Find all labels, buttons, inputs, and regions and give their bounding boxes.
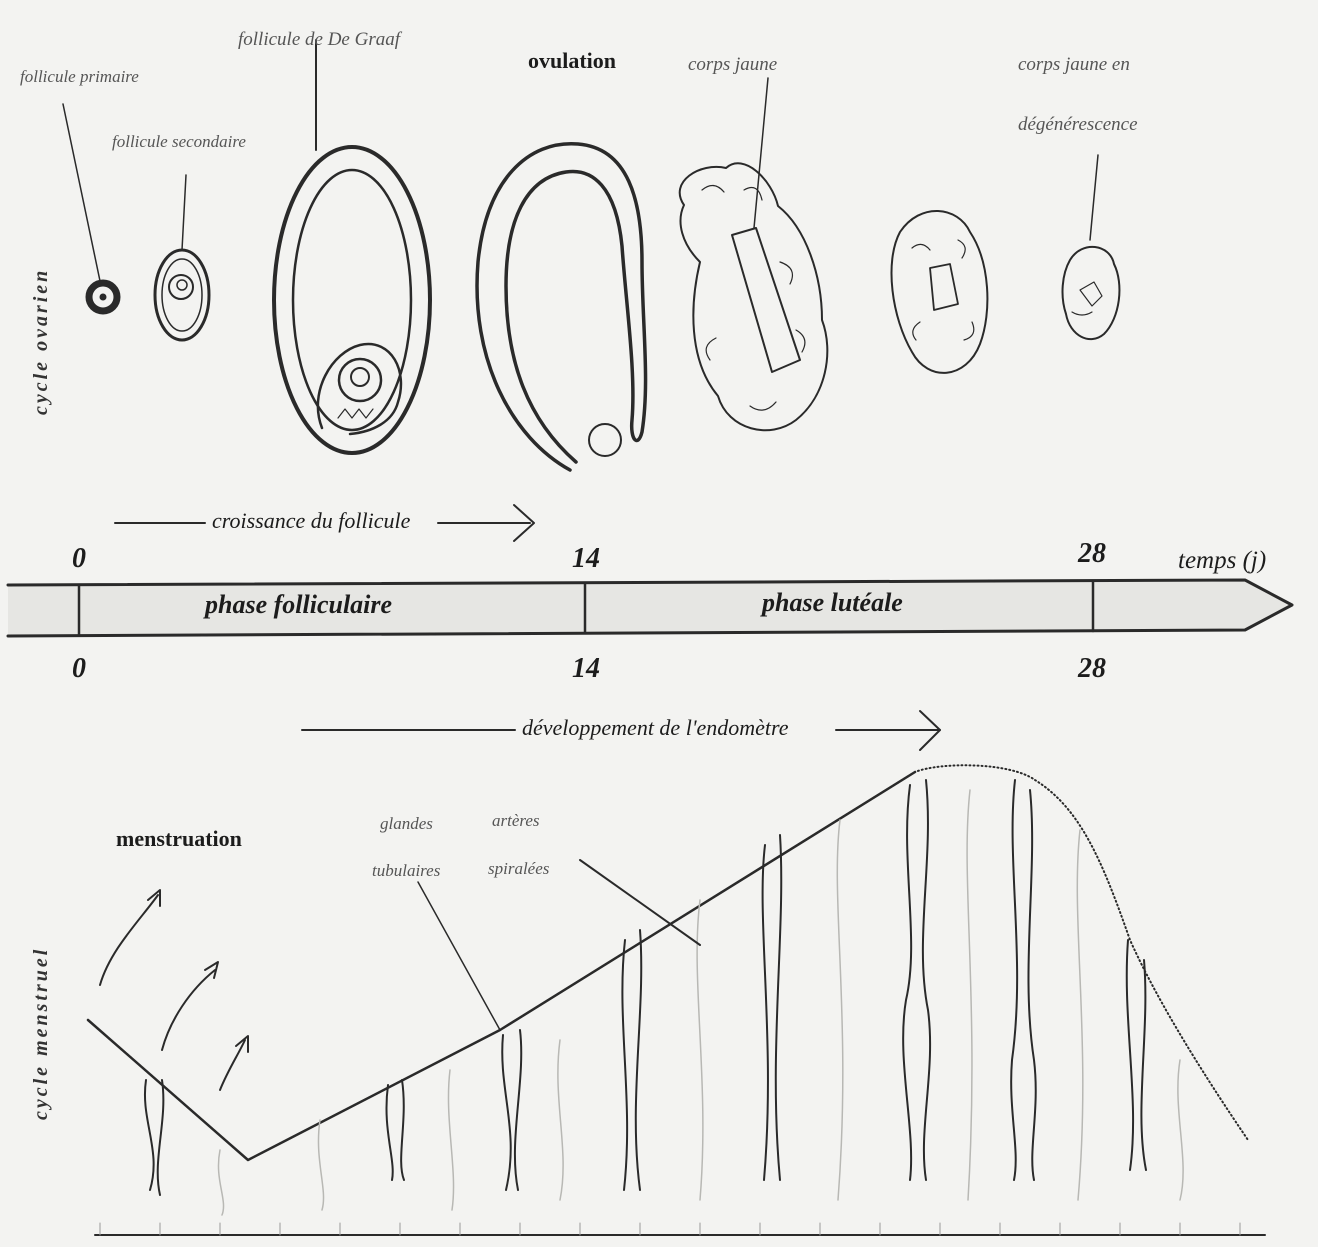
tick-top-14: 14 [572,545,600,573]
label-corpus-luteum: corps jaune [688,55,777,74]
menstrual-cycle-side-label: cycle menstruel [30,947,53,1120]
corpus-luteum [680,163,828,430]
label-arteries-2: spiralées [488,860,549,877]
menstruation-arrows [100,890,248,1090]
label-degenerating-corpus-luteum-1: corps jaune en [1018,55,1130,74]
pointer-glands [418,882,500,1030]
endometrium [88,765,1265,1235]
pointer-secondary-follicle [182,175,186,250]
label-ovulation: ovulation [528,50,616,72]
label-arteries-1: artères [492,812,540,829]
tick-bottom-28: 28 [1078,655,1106,683]
tick-bottom-14: 14 [572,655,600,683]
secondary-follicle [155,250,209,340]
timeline-band [8,580,1292,636]
label-mature-follicle: follicule de De Graaf [238,30,400,49]
corpus-albicans [1063,247,1120,339]
label-degenerating-corpus-luteum-2: dégénérescence [1018,115,1138,134]
mature-follicle [274,147,430,453]
ovarian-cycle-side-label: cycle ovarien [30,268,53,415]
label-glands-2: tubulaires [372,862,440,879]
tick-bottom-0: 0 [72,655,86,683]
regressing-corpus-luteum [891,211,987,373]
label-glands-1: glandes [380,815,433,832]
phase-luteal-label: phase lutéale [762,590,903,616]
label-menstruation: menstruation [116,828,242,850]
pointer-corpus-luteum [754,78,768,228]
label-primary-follicle: follicule primaire [20,68,139,85]
ruptured-follicle [477,144,646,470]
time-axis-label: temps (j) [1178,548,1266,573]
label-secondary-follicle: follicule secondaire [112,133,246,150]
primary-follicle [89,283,117,311]
phase-follicular-label: phase folliculaire [205,592,392,618]
label-follicle-growth: croissance du follicule [212,510,410,532]
label-endometrium-development: développement de l'endomètre [522,717,789,739]
pointer-primary-follicle [63,104,100,281]
pointer-corpus-albicans [1090,155,1098,240]
tick-top-28: 28 [1078,540,1106,568]
tick-top-0: 0 [72,545,86,573]
